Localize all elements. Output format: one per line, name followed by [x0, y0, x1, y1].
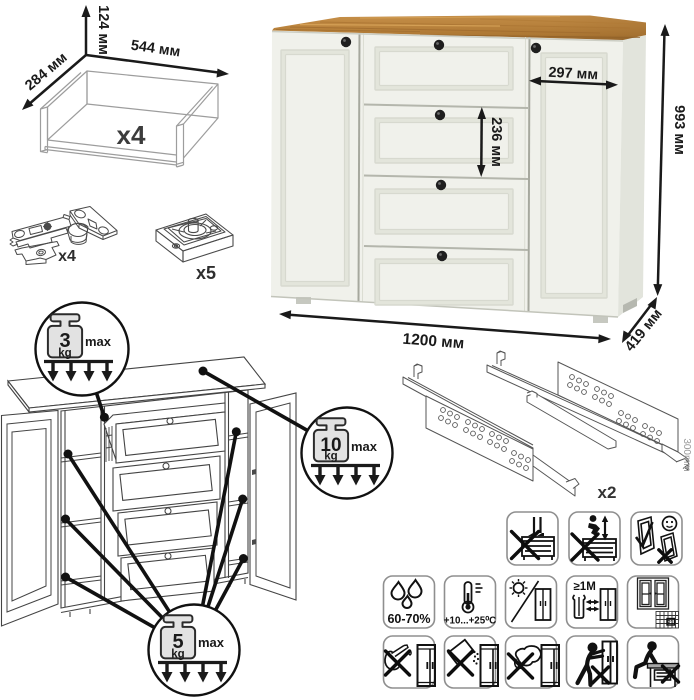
svg-text:21: 21	[668, 620, 674, 626]
svg-text:544 мм: 544 мм	[130, 38, 181, 61]
svg-text:kg: kg	[58, 348, 71, 360]
svg-text:124 мм: 124 мм	[95, 5, 111, 55]
svg-text:5: 5	[172, 631, 183, 653]
svg-text:x4: x4	[58, 248, 76, 265]
svg-text:10: 10	[320, 435, 341, 456]
svg-text:max: max	[198, 635, 225, 650]
svg-text:+10...+25⁰С: +10...+25⁰С	[444, 616, 496, 627]
svg-text:max: max	[351, 439, 378, 454]
svg-text:3: 3	[59, 330, 70, 352]
svg-text:60-70%: 60-70%	[387, 612, 430, 626]
svg-text:x2: x2	[598, 483, 617, 502]
svg-text:1200 мм: 1200 мм	[402, 331, 465, 353]
svg-text:x4: x4	[117, 120, 146, 150]
svg-text:297 мм: 297 мм	[548, 65, 598, 84]
svg-text:236 мм: 236 мм	[488, 117, 504, 167]
svg-text:x5: x5	[196, 263, 216, 283]
svg-text:300mm: 300mm	[681, 438, 692, 471]
svg-text:≥1М: ≥1М	[574, 581, 596, 593]
svg-text:kg: kg	[324, 451, 337, 463]
svg-text:kg: kg	[171, 649, 184, 661]
svg-text:max: max	[85, 334, 112, 349]
svg-text:993 мм: 993 мм	[671, 105, 687, 155]
